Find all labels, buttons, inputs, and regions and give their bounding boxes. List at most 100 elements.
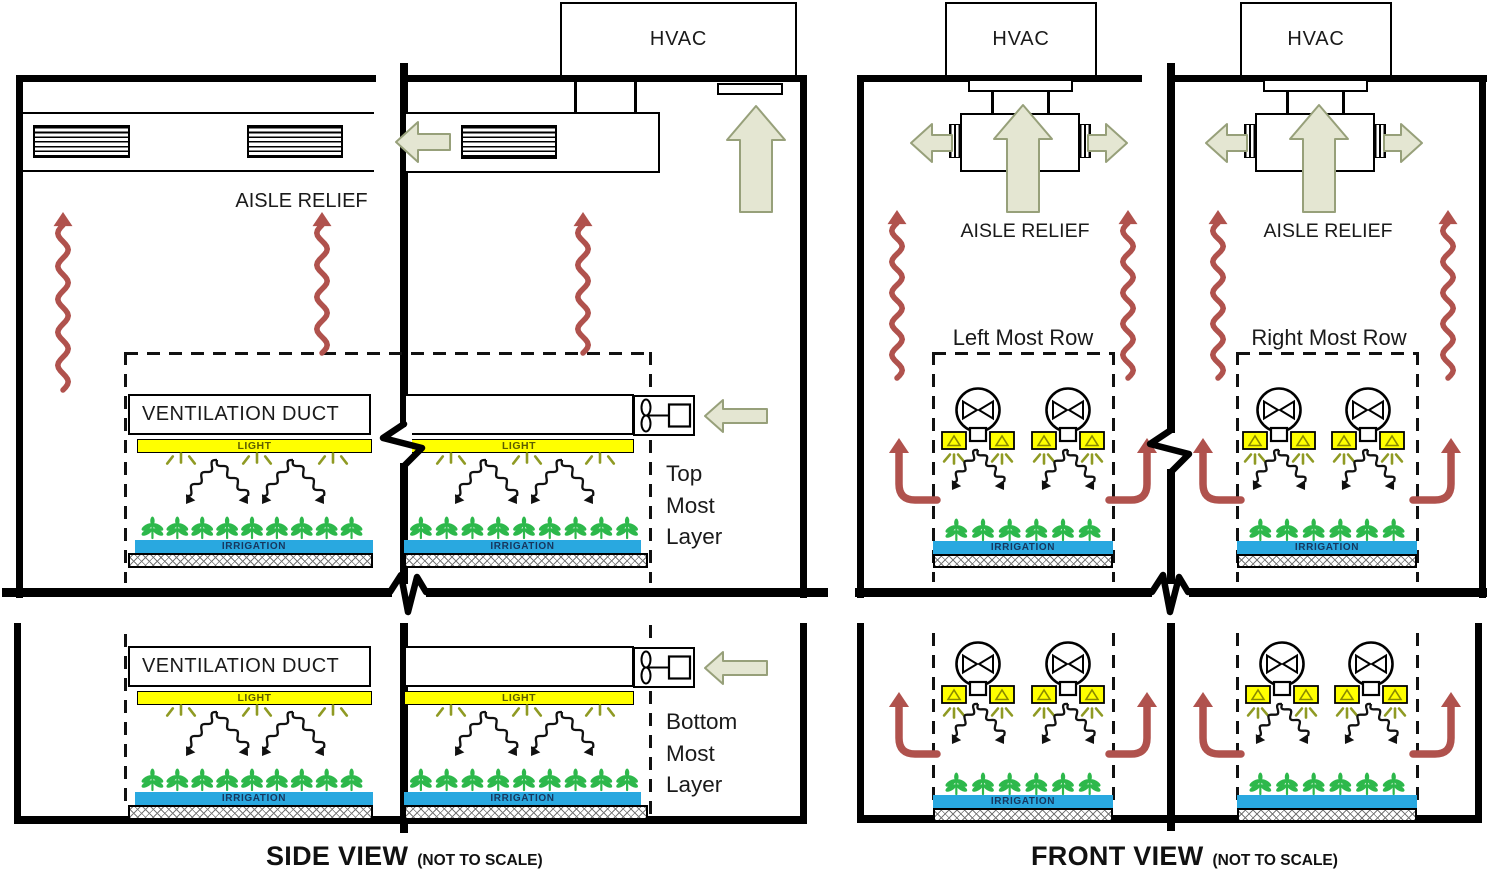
rack-boundary: [649, 625, 652, 815]
heat-rise-arrow: [1119, 220, 1137, 381]
plant-leaf: [1249, 779, 1261, 787]
airflow-down-arrow-head: [1084, 480, 1095, 490]
heat-curve-arrow-head: [888, 438, 910, 453]
light-ray-icon: [1094, 453, 1104, 463]
heat-rise-arrow-head: [1208, 210, 1228, 225]
front-bottom-right-wall: [1475, 623, 1482, 817]
grow-tray: [128, 805, 373, 820]
light-triangle-icon: [1339, 688, 1355, 701]
plant-leaf: [461, 528, 473, 536]
plant-bud: [1364, 772, 1370, 782]
front-middle-wall-top: [1167, 63, 1175, 588]
plant-bud: [418, 768, 424, 778]
heat-curve-arrow: [1199, 448, 1245, 504]
fan-motor-box: [667, 655, 692, 680]
plant-leaf: [616, 523, 627, 531]
supply-air-up-arrow: [726, 105, 786, 213]
ceiling-grille: [247, 125, 343, 158]
light-ray-icon: [1335, 707, 1345, 717]
light-ray-icon: [317, 707, 327, 717]
plant-leaf: [998, 779, 1010, 787]
front-middle-wall-bottom: [1167, 623, 1175, 831]
layer-label-line: Top: [666, 461, 703, 486]
plant-bud: [175, 768, 180, 778]
plant-leaf: [1036, 779, 1048, 787]
plant-leaf: [435, 528, 447, 536]
plant-leaf: [277, 780, 288, 788]
plant-leaf: [590, 780, 602, 788]
row-boundary: [1236, 633, 1239, 808]
light-ray-icon: [1383, 707, 1393, 717]
plant-leaf: [421, 775, 432, 783]
duct-riser: [1342, 91, 1345, 114]
plant-leaf: [1052, 784, 1063, 792]
front-ceiling-left: [857, 75, 1142, 82]
fan-blade: [1052, 399, 1069, 421]
fan-blade: [1367, 399, 1384, 421]
light-label: LIGHT: [237, 440, 272, 452]
plant-leaf: [1287, 525, 1298, 533]
plant-leaf: [487, 528, 499, 536]
plant-leaf: [1329, 784, 1341, 792]
airflow-down-arrow-head: [238, 746, 248, 756]
layer-label-line: Bottom: [666, 709, 738, 734]
grow-tray: [1237, 554, 1417, 568]
fan-neck: [1272, 680, 1292, 697]
plant-bud: [274, 768, 280, 778]
plant-leaf: [1052, 530, 1063, 538]
airflow-down-arrow: [484, 459, 519, 497]
plant-leaf: [616, 775, 627, 783]
grow-tray: [404, 553, 648, 568]
irrigation-label: IRRIGATION: [221, 793, 287, 804]
plant-leaf: [191, 528, 203, 536]
light-ray-icon: [1004, 707, 1014, 717]
not-to-scale-break-icon: [386, 571, 430, 616]
airflow-down-arrow: [976, 449, 1006, 483]
aisle-relief-label-side: AISLE RELIEF: [235, 190, 368, 212]
layer-label-line: Most: [666, 740, 715, 766]
plant-leaf: [472, 780, 484, 788]
airflow-down-arrow-head: [531, 494, 541, 504]
plant-bud: [150, 516, 155, 526]
plant-leaf: [166, 780, 178, 788]
airflow-down-arrow: [455, 458, 486, 498]
hvac-unit-front-left: HVAC: [945, 2, 1097, 77]
airflow-down-arrow: [1280, 703, 1310, 737]
plant-bud: [349, 516, 354, 526]
heat-rise-arrow: [313, 222, 331, 356]
row-boundary-top: [933, 352, 1113, 355]
front-right-wall: [1479, 75, 1486, 598]
row-boundary: [932, 633, 935, 808]
plant-bud: [980, 772, 986, 782]
plant-leaf: [216, 775, 227, 783]
irrigation-label: IRRIGATION: [490, 793, 555, 804]
plant-leaf: [998, 530, 1010, 538]
aisle-relief-label-front-left: AISLE RELIEF: [960, 220, 1090, 242]
duct-riser: [574, 82, 577, 113]
plant-leaf: [1393, 525, 1405, 533]
not-to-scale-break-icon: [1148, 571, 1192, 616]
plant-leaf: [1302, 525, 1314, 533]
fan-blade: [1370, 653, 1387, 675]
plant-leaf: [1382, 530, 1394, 538]
irrigation-label: IRRIGATION: [221, 541, 287, 552]
plant-leaf: [590, 523, 602, 531]
row-boundary: [1416, 352, 1419, 582]
fan-blade: [1067, 399, 1084, 421]
plant-bud: [1338, 518, 1343, 528]
plant-leaf: [1367, 779, 1378, 787]
light-ray-icon: [1332, 453, 1342, 463]
plant-leaf: [1276, 525, 1287, 533]
plant-leaf: [1025, 525, 1037, 533]
plant-leaf: [202, 775, 214, 783]
plant-bud: [496, 768, 501, 778]
plant-leaf: [524, 780, 535, 788]
airflow-down-arrow: [1341, 448, 1369, 484]
plant-leaf: [266, 775, 277, 783]
side-ceiling-right: [404, 75, 807, 82]
plant-leaf: [538, 775, 550, 783]
plant-leaf: [627, 780, 638, 788]
light-ray-icon: [1243, 453, 1253, 463]
plant-bud: [547, 768, 552, 778]
light-triangle-icon: [1250, 688, 1266, 701]
